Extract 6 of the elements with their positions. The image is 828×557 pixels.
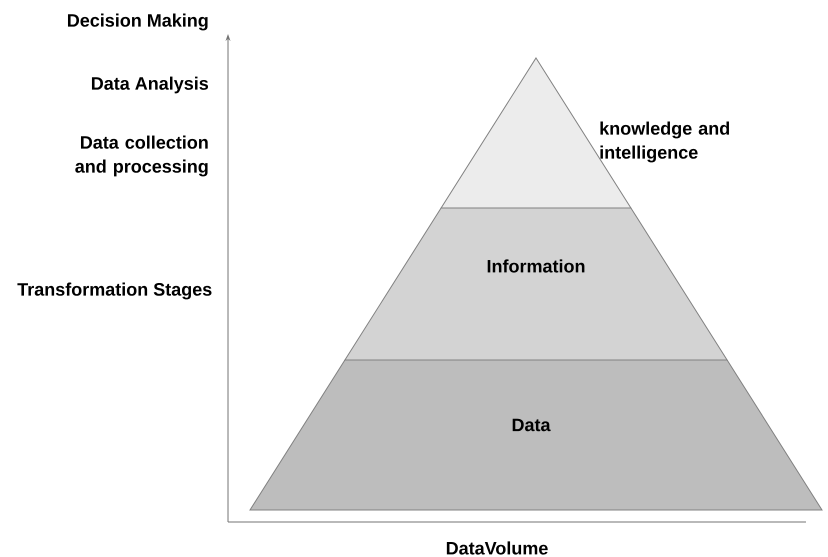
axis-label: Decision Making — [68, 14, 208, 30]
axis-label: DataVolume — [446, 541, 548, 555]
axis-label: Transformation Stages — [17, 282, 212, 300]
axis-label: Data collection and processing — [75, 136, 208, 176]
axis-label: Data Analysis — [92, 76, 208, 94]
pyramid-band: Information — [344, 208, 728, 360]
